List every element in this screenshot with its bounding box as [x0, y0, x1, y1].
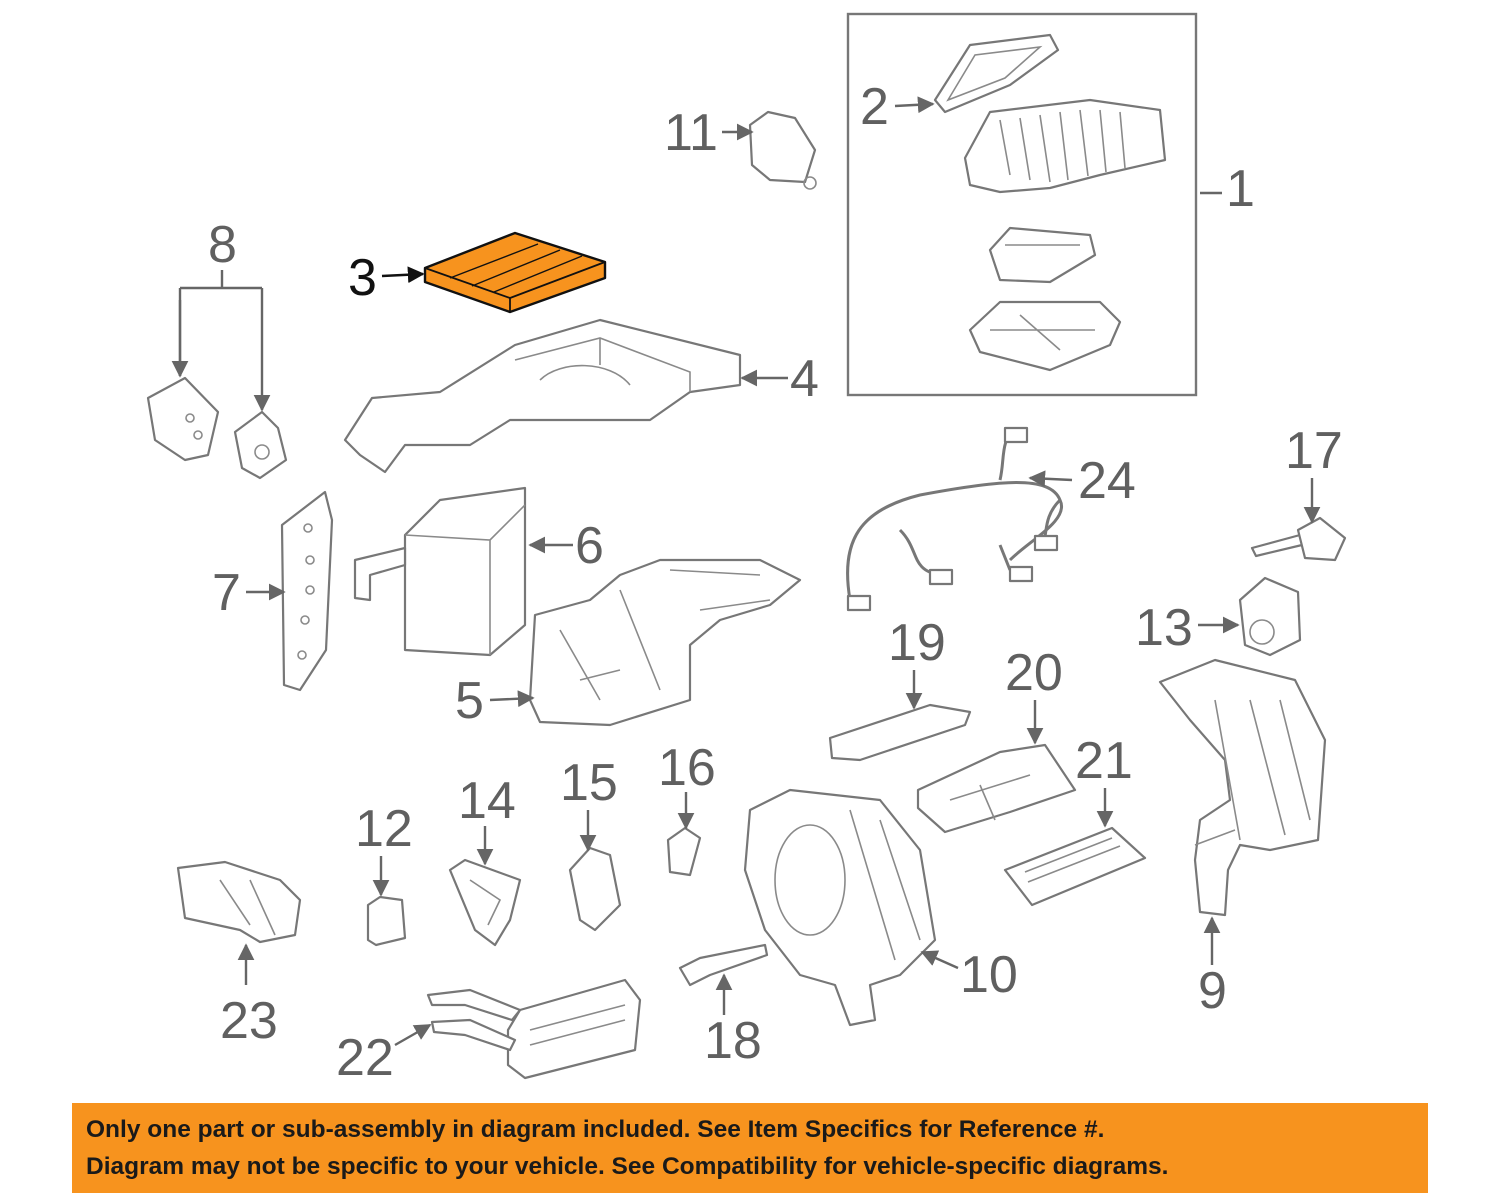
callout-label-5: 5	[455, 672, 484, 730]
callout-label-7: 7	[212, 564, 241, 622]
disclaimer-banner: Only one part or sub-assembly in diagram…	[72, 1103, 1428, 1193]
part-22-heater-core[interactable]	[426, 978, 642, 1080]
parts-diagram: 1 2 3 4 5 6 7 8 9 10 11 12	[146, 12, 1347, 1087]
part-20-duct[interactable]	[916, 743, 1077, 834]
callout-3[interactable]: 3	[348, 249, 425, 307]
part-10-heater-case[interactable]	[743, 788, 937, 1027]
callout-label-11: 11	[664, 104, 718, 162]
callout-11[interactable]: 11	[664, 104, 754, 162]
callout-4[interactable]: 4	[740, 350, 819, 408]
callout-label-2: 2	[860, 78, 889, 136]
callout-20[interactable]: 20	[1005, 644, 1063, 745]
part-8-clips[interactable]	[146, 376, 288, 480]
part-15-bracket[interactable]	[568, 846, 622, 932]
part-1-blower-assembly-box[interactable]	[846, 12, 1198, 397]
callout-label-19: 19	[888, 614, 946, 672]
part-24-wiring-harness[interactable]	[846, 426, 1064, 612]
callout-9[interactable]: 9	[1198, 916, 1227, 1020]
part-18-sensor[interactable]	[678, 943, 769, 987]
part-3-cabin-air-filter[interactable]	[423, 231, 607, 314]
disclaimer-line-2: Diagram may not be specific to your vehi…	[86, 1153, 1169, 1180]
callout-label-21: 21	[1075, 732, 1133, 790]
callout-label-6: 6	[575, 517, 604, 575]
callout-label-8: 8	[208, 216, 237, 274]
callout-8[interactable]: 8	[171, 216, 262, 410]
callout-18[interactable]: 18	[704, 973, 762, 1070]
part-19-seal[interactable]	[828, 703, 972, 762]
callout-7[interactable]: 7	[212, 564, 286, 622]
callout-label-12: 12	[355, 800, 413, 858]
callout-19[interactable]: 19	[888, 614, 946, 710]
callout-1[interactable]: 1	[1200, 160, 1255, 218]
part-12-resistor[interactable]	[366, 895, 407, 947]
callout-label-22: 22	[336, 1029, 394, 1087]
callout-13[interactable]: 13	[1135, 599, 1240, 657]
callout-21[interactable]: 21	[1075, 732, 1133, 828]
callout-label-3: 3	[348, 249, 377, 307]
part-7-seal-plate[interactable]	[280, 490, 334, 692]
callout-5[interactable]: 5	[455, 672, 535, 730]
callout-14[interactable]: 14	[458, 772, 516, 866]
part-9-side-duct[interactable]	[1158, 658, 1327, 917]
callout-label-14: 14	[458, 772, 516, 830]
callout-23[interactable]: 23	[220, 943, 278, 1050]
part-13-actuator[interactable]	[1238, 576, 1302, 657]
callout-17[interactable]: 17	[1285, 422, 1343, 524]
callout-label-16: 16	[658, 739, 716, 797]
callout-label-18: 18	[704, 1012, 762, 1070]
callout-label-1: 1	[1226, 160, 1255, 218]
part-16-sensor[interactable]	[666, 826, 702, 877]
callout-12[interactable]: 12	[355, 800, 413, 897]
callout-label-10: 10	[960, 946, 1018, 1004]
callout-24[interactable]: 24	[1028, 452, 1136, 510]
part-6-evaporator-core[interactable]	[353, 486, 527, 657]
part-11-actuator[interactable]	[748, 110, 817, 190]
callout-label-23: 23	[220, 992, 278, 1050]
callout-label-17: 17	[1285, 422, 1343, 480]
callout-label-4: 4	[790, 350, 819, 408]
part-21-heater-core-small[interactable]	[1003, 826, 1147, 907]
callout-22[interactable]: 22	[336, 1023, 432, 1087]
callout-2[interactable]: 2	[860, 78, 935, 136]
callout-label-20: 20	[1005, 644, 1063, 702]
part-5-duct[interactable]	[528, 558, 802, 727]
disclaimer-line-1: Only one part or sub-assembly in diagram…	[86, 1116, 1105, 1143]
callout-label-13: 13	[1135, 599, 1193, 657]
part-4-filter-housing[interactable]	[343, 318, 742, 474]
callout-16[interactable]: 16	[658, 739, 716, 830]
callout-10[interactable]: 10	[920, 946, 1018, 1004]
callout-15[interactable]: 15	[560, 754, 618, 852]
part-2-gasket[interactable]	[933, 33, 1060, 114]
callout-label-9: 9	[1198, 962, 1227, 1020]
callout-label-15: 15	[560, 754, 618, 812]
part-14-bracket[interactable]	[448, 858, 522, 947]
part-17-sensor[interactable]	[1250, 516, 1347, 562]
callout-label-24: 24	[1078, 452, 1136, 510]
callout-6[interactable]: 6	[528, 517, 604, 575]
part-23-duct[interactable]	[176, 860, 302, 944]
